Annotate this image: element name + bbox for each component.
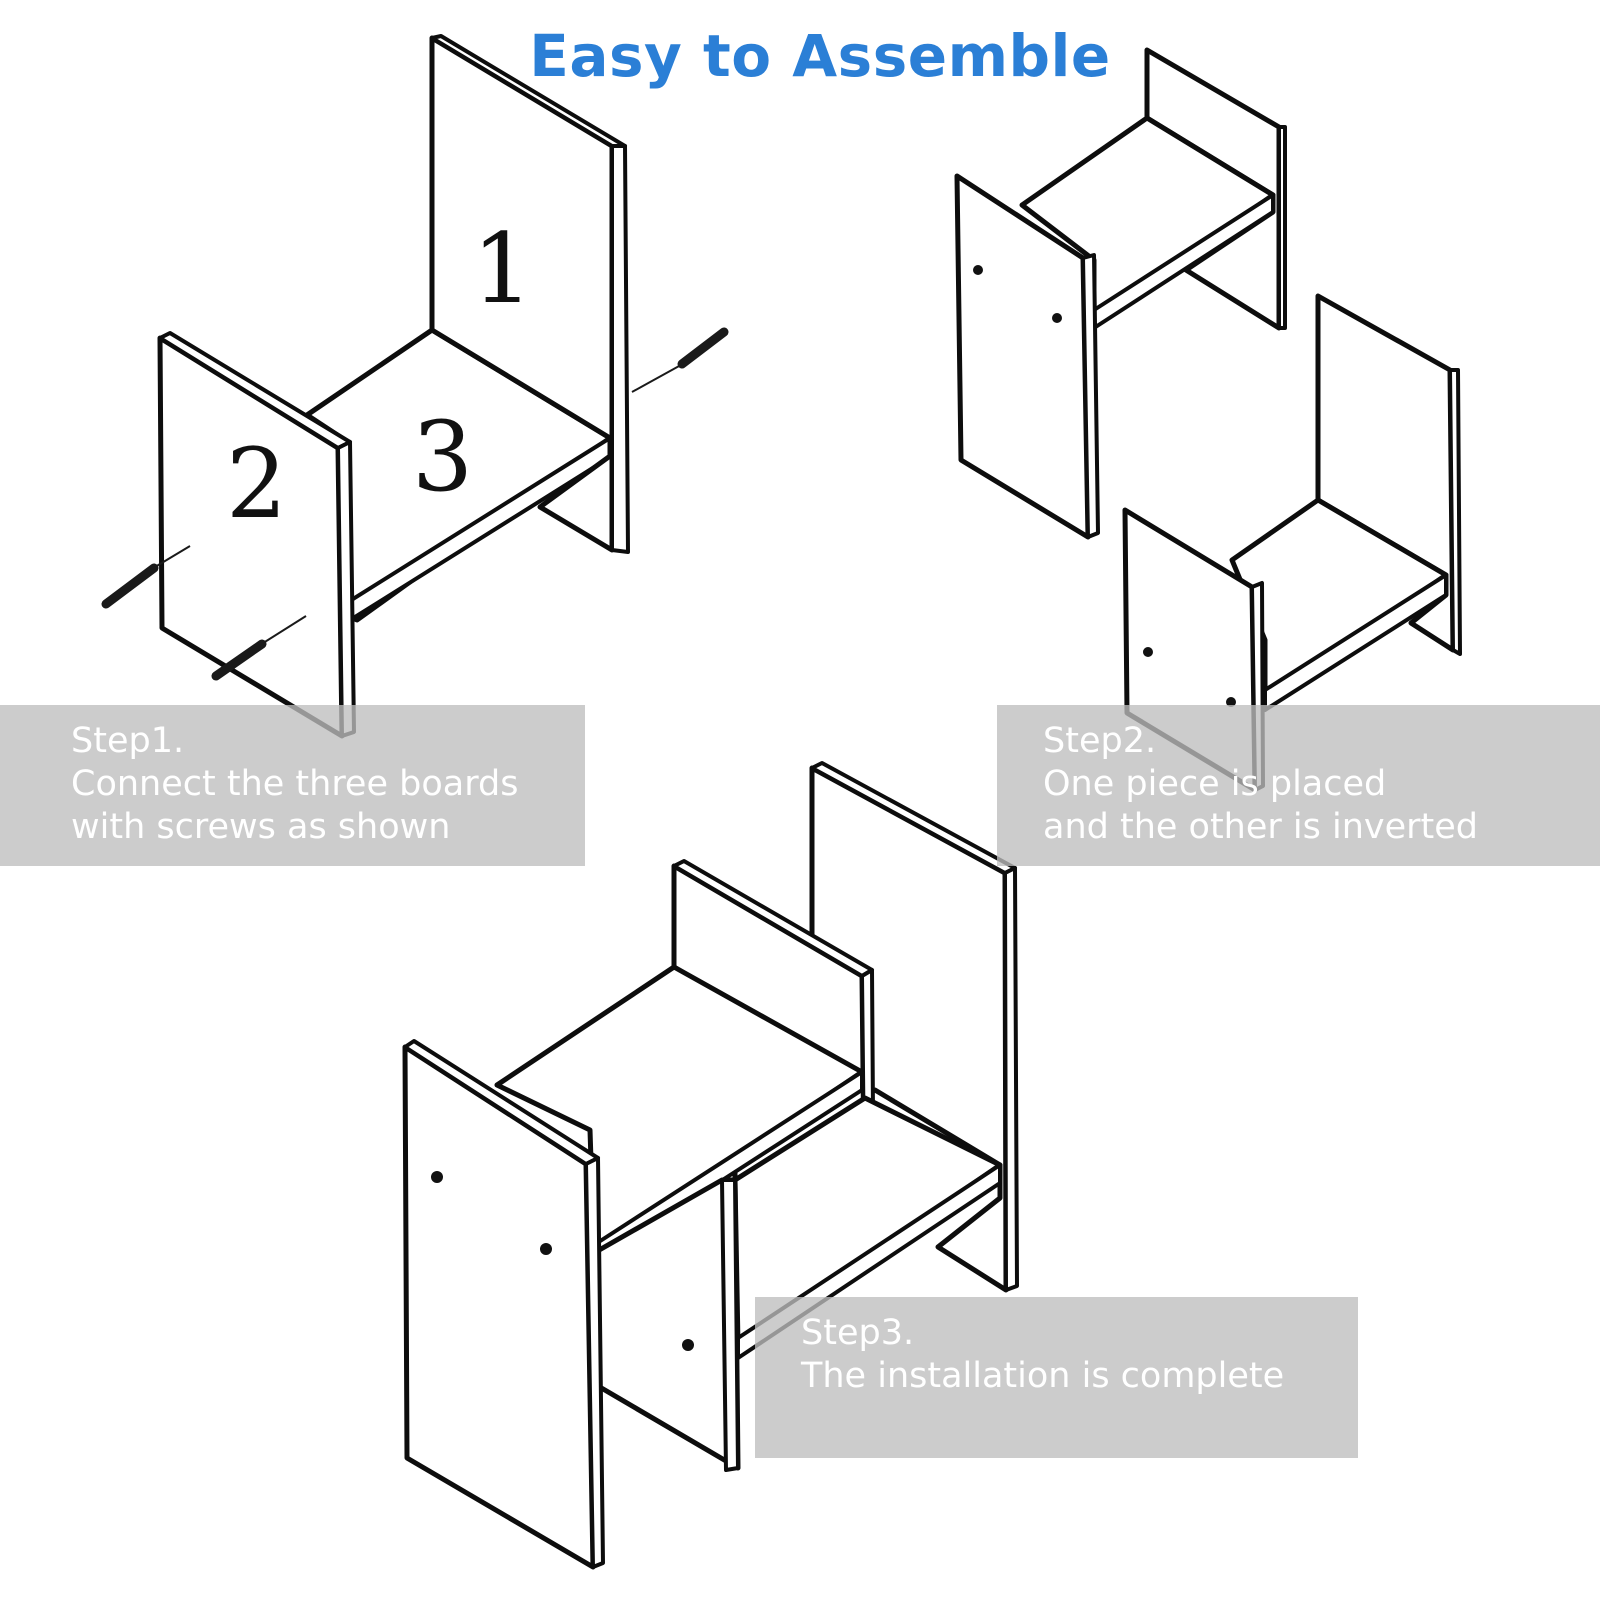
unit-a-hole-2 [1052, 313, 1062, 323]
assembled-front-panel [402, 1044, 596, 1570]
divider-hole [682, 1339, 694, 1351]
page-title: Easy to Assemble [529, 22, 1111, 90]
step2-line-2: and the other is inverted [1043, 807, 1479, 847]
step2-line-1: One piece is placed [1043, 764, 1387, 804]
step3-line-1: The installation is complete [801, 1356, 1285, 1396]
step2-heading: Step2. [1043, 721, 1157, 761]
board-3-label: 3 [412, 401, 473, 513]
screw-left-lower [211, 615, 307, 681]
unit-b-hole-1 [1143, 647, 1153, 657]
front-hole-1 [431, 1171, 443, 1183]
unit-a-back-edge [1277, 125, 1287, 330]
front-hole-2 [540, 1243, 552, 1255]
step2-drawing [954, 47, 1462, 793]
step1-heading: Step1. [71, 721, 185, 761]
step2-caption: Step2. One piece is placed and the other… [997, 705, 1600, 866]
step1-caption: Step1. Connect the three boards with scr… [0, 705, 585, 866]
assembled-front-side-edge [584, 1156, 605, 1569]
unit-b-hole-2 [1226, 697, 1236, 707]
assembled-tall-side [1003, 866, 1019, 1292]
unit-b-shelf-edge [1263, 573, 1448, 712]
step3-caption: Step3. The installation is complete [755, 1297, 1358, 1458]
screw-right [631, 327, 729, 393]
board-1-side-edge [610, 144, 630, 554]
step1-line-1: Connect the three boards [71, 764, 519, 804]
unit-a-front-edge [1081, 253, 1100, 539]
assembled-divider-edge [720, 1178, 740, 1472]
board-2-side-edge [336, 440, 356, 738]
step1-drawing: 1 2 3 [101, 34, 729, 739]
unit-b-back-edge [1448, 368, 1462, 656]
board-1-label: 1 [472, 213, 533, 325]
screw-left-upper [101, 545, 191, 609]
board-2-label: 2 [226, 428, 287, 540]
step3-heading: Step3. [801, 1313, 915, 1353]
unit-a-hole-1 [973, 265, 983, 275]
step1-line-2: with screws as shown [71, 807, 451, 847]
